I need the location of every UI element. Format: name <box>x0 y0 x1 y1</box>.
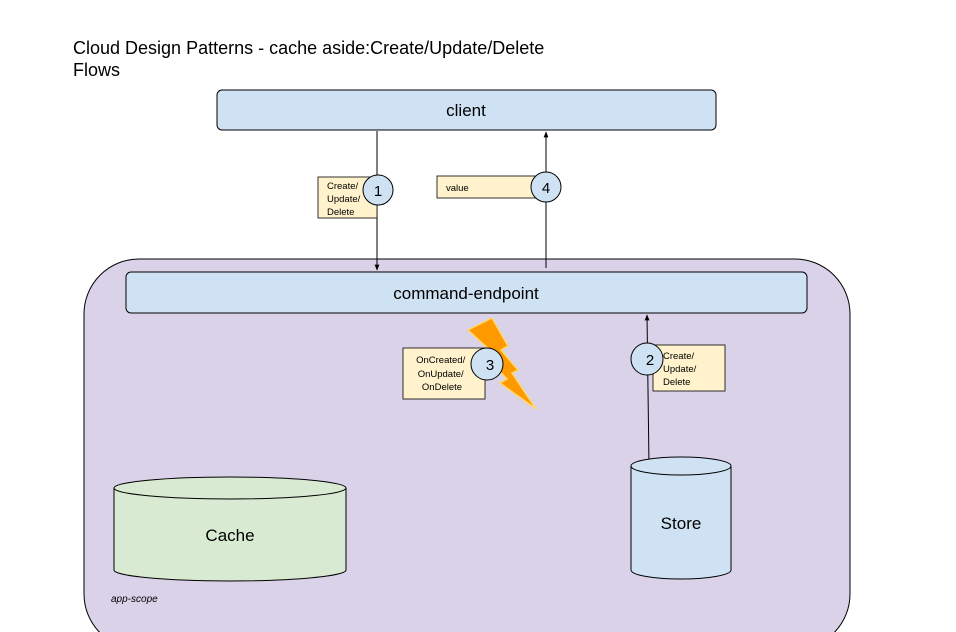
step1-text: Create/ Update/ Delete <box>327 181 363 218</box>
step4-badge <box>530 171 562 203</box>
diagram-title-line2: Flows <box>73 60 120 80</box>
step4-number: 4 <box>542 180 550 197</box>
step3-badge <box>470 347 504 381</box>
diagram-title-line1: Cloud Design Patterns - cache aside:Crea… <box>73 38 544 58</box>
arrow-endpoint-store <box>644 314 652 466</box>
command-endpoint-box <box>125 271 808 314</box>
step2-text: Create/ Update/ Delete <box>663 351 699 388</box>
client-label: client <box>446 101 486 120</box>
step3-text: OnCreated/ OnUpdate/ OnDelete <box>416 355 468 393</box>
step2-note <box>652 344 726 392</box>
cache-cylinder <box>113 476 347 582</box>
store-cylinder <box>630 456 732 580</box>
client-box <box>216 89 717 131</box>
step1-badge <box>362 174 394 206</box>
step2-badge <box>630 342 664 376</box>
step1-number: 1 <box>374 183 382 200</box>
step2-number: 2 <box>646 352 654 369</box>
store-label: Store <box>661 514 702 533</box>
command-endpoint-label: command-endpoint <box>393 284 539 303</box>
step4-text: value <box>446 183 469 194</box>
step3-note <box>402 347 486 400</box>
app-scope-label: app-scope <box>111 594 158 605</box>
cache-label: Cache <box>205 526 254 545</box>
step3-number: 3 <box>486 357 494 374</box>
